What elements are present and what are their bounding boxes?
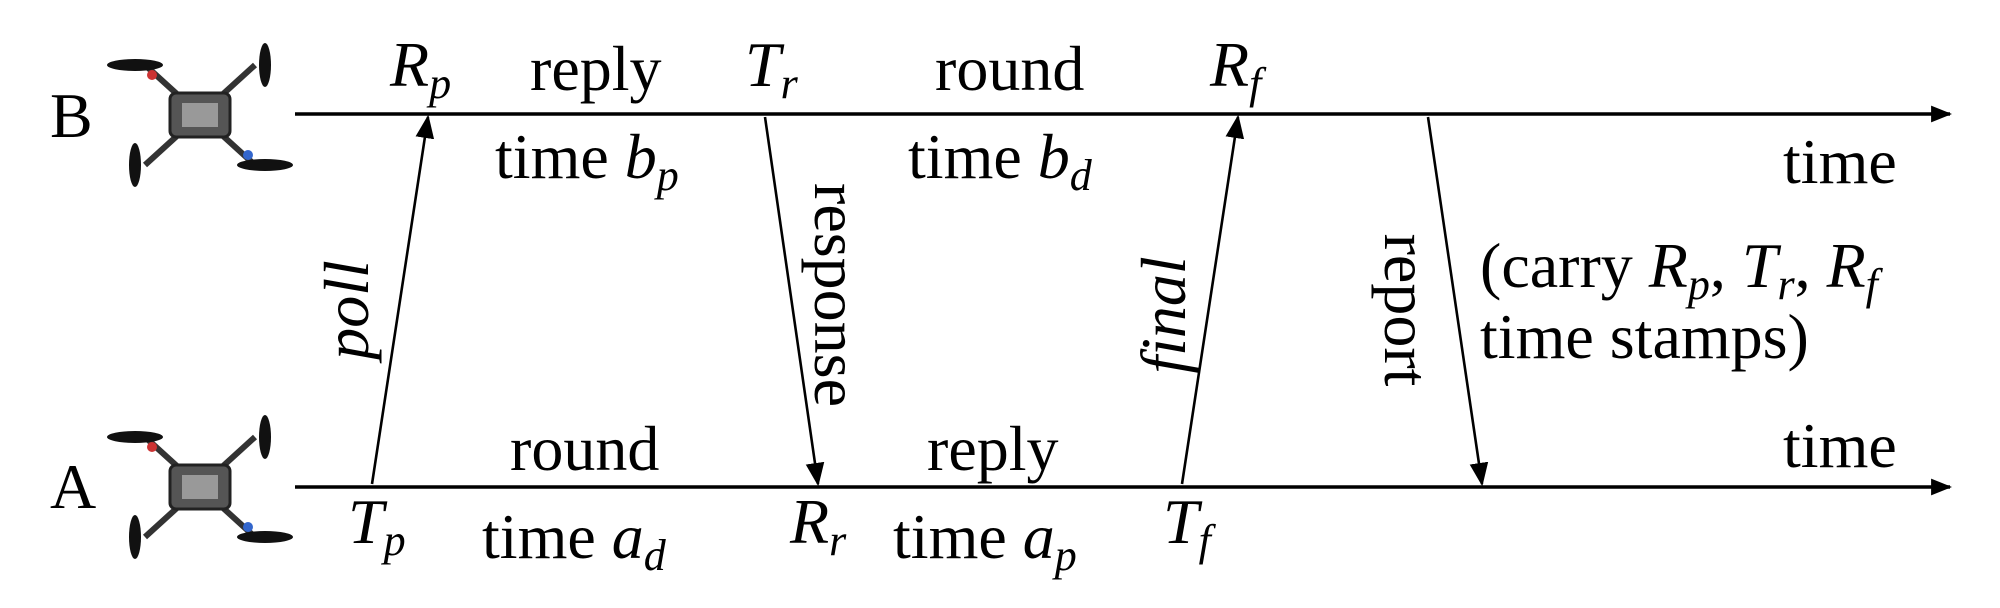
- drone-icon: [107, 43, 293, 187]
- report-arrow: [1426, 116, 1489, 487]
- poll-label: poll: [311, 260, 382, 364]
- drone-icon: [107, 415, 293, 559]
- interval-b-reply-time: time bp: [495, 121, 679, 200]
- timestamp-rf: Rf: [1209, 29, 1267, 108]
- timestamp-tf: Tf: [1163, 486, 1217, 565]
- interval-b-reply-word: reply: [530, 33, 662, 104]
- interval-a-reply-time: time ap: [893, 501, 1077, 580]
- poll-arrow: [370, 114, 435, 485]
- interval-b-round-word: round: [935, 33, 1084, 104]
- timestamp-tp: Tp: [348, 486, 406, 565]
- interval-a-round-time: time ad: [482, 501, 667, 580]
- interval-a-reply-word: reply: [927, 413, 1059, 484]
- response-label: response: [801, 183, 872, 407]
- node-b-label: B: [50, 80, 93, 151]
- timeline-a-label: time: [1783, 410, 1897, 481]
- report-note-line2: time stamps): [1480, 301, 1809, 372]
- timeline-b-label: time: [1783, 126, 1897, 197]
- timestamp-rr: Rr: [789, 486, 847, 565]
- node-a-label: A: [50, 451, 96, 522]
- timestamp-rp: Rp: [389, 29, 451, 108]
- response-arrow: [763, 116, 825, 487]
- report-label: report: [1371, 234, 1442, 387]
- final-arrow: [1180, 114, 1245, 485]
- report-note-line1: (carry Rp, Tr, Rf: [1480, 230, 1884, 309]
- final-label: final: [1128, 256, 1199, 373]
- timestamp-tr: Tr: [745, 29, 799, 108]
- interval-b-round-time: time bd: [908, 121, 1093, 200]
- interval-a-round-word: round: [510, 413, 659, 484]
